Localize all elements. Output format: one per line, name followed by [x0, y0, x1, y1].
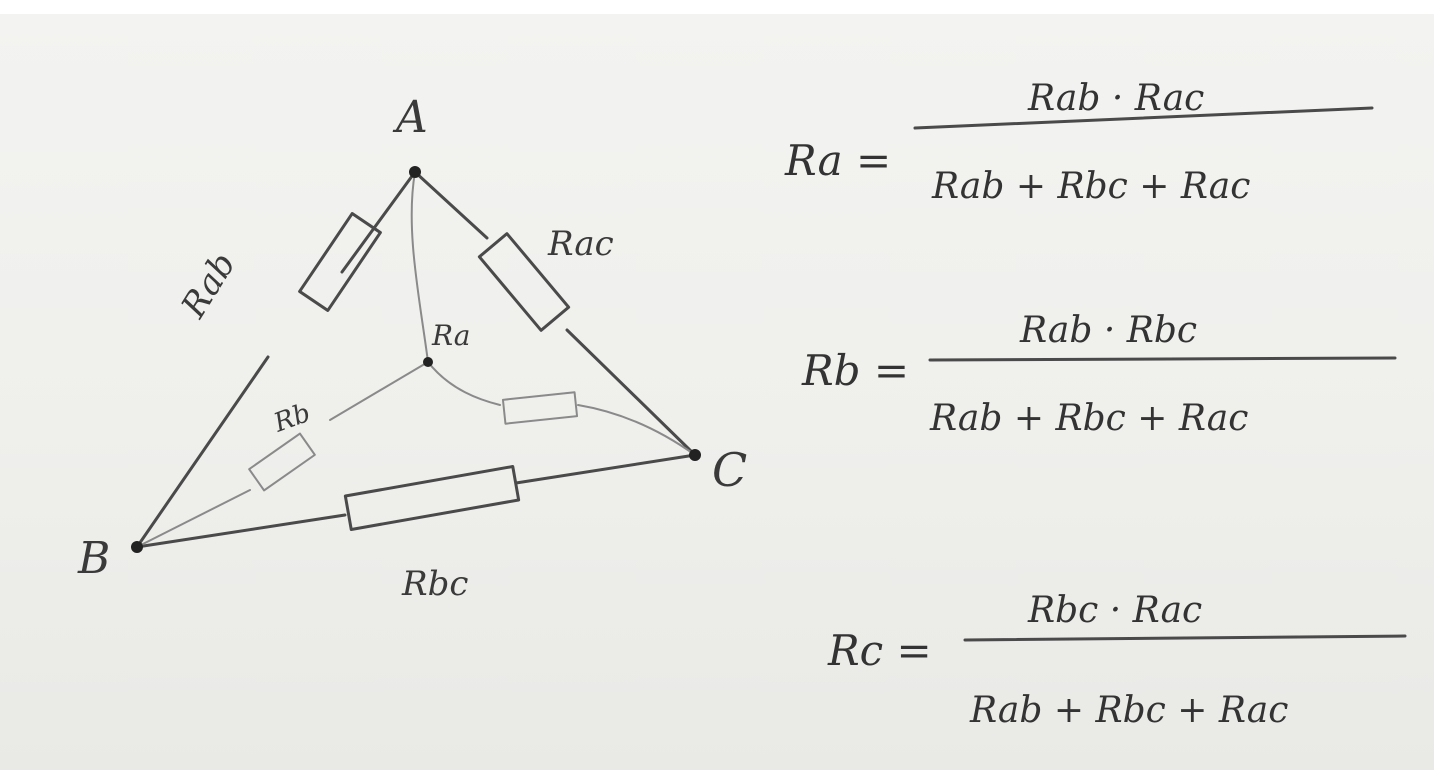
wire-a-center [410, 171, 429, 363]
formula-rc-fraction-bar [963, 634, 1407, 642]
wire-center-b-lower [136, 489, 251, 548]
resistor-rac-shape [477, 232, 571, 332]
formula-rb-numerator: Rab · Rbc [1019, 310, 1197, 351]
formula-rb-fraction-bar [928, 356, 1397, 362]
paper-background [0, 14, 1434, 770]
formula-ra-lhs: Ra = [784, 136, 891, 185]
wire-center-c-right [577, 404, 696, 456]
wire-center-b-upper [329, 361, 429, 421]
node-a-label: A [392, 92, 428, 143]
formula-ra-fraction-bar [913, 106, 1374, 130]
resistor-rbc-shape [343, 464, 521, 532]
wire-b-c-right [514, 453, 697, 485]
wire-b-c-left [135, 513, 347, 549]
node-c-dot [689, 449, 701, 461]
formula-rc-denominator: Rab + Rbc + Rac [969, 690, 1288, 731]
resistor-rc-shape [501, 391, 579, 425]
label-ra: Ra [431, 319, 470, 352]
resistor-rab-shape [298, 212, 382, 312]
wire-a-b-upper [340, 170, 417, 274]
formula-rc: Rc = Rbc · Rac Rab + Rbc + Rac [827, 590, 1407, 731]
formula-rb: Rb = Rab · Rbc Rab + Rbc + Rac [801, 310, 1397, 439]
formula-rb-denominator: Rab + Rbc + Rac [929, 398, 1248, 439]
label-rbc: Rbc [401, 564, 468, 604]
wire-a-c-lower [565, 328, 697, 457]
wire-a-b-lower [135, 355, 270, 549]
node-b-label: B [77, 533, 110, 584]
label-rb: Rb [269, 398, 314, 439]
formula-rc-lhs: Rc = [827, 626, 932, 675]
wire-a-c-upper [413, 170, 489, 240]
formula-rc-numerator: Rbc · Rac [1027, 590, 1202, 631]
resistor-rb-shape [248, 432, 316, 492]
formula-ra: Ra = Rab · Rac Rab + Rbc + Rac [784, 78, 1374, 207]
star-network [136, 171, 696, 548]
nodes [131, 166, 701, 553]
node-center-dot [423, 357, 433, 367]
node-c-label: C [712, 443, 747, 497]
label-rab: Rab [173, 246, 244, 326]
formula-rb-lhs: Rb = [801, 346, 909, 395]
node-b-dot [131, 541, 143, 553]
label-rac: Rac [547, 224, 614, 264]
delta-triangle [135, 170, 697, 549]
node-a-dot [409, 166, 421, 178]
formula-ra-numerator: Rab · Rac [1027, 78, 1204, 119]
formula-ra-denominator: Rab + Rbc + Rac [931, 166, 1250, 207]
wire-center-c-left [427, 361, 501, 406]
top-white-band [0, 0, 1434, 14]
